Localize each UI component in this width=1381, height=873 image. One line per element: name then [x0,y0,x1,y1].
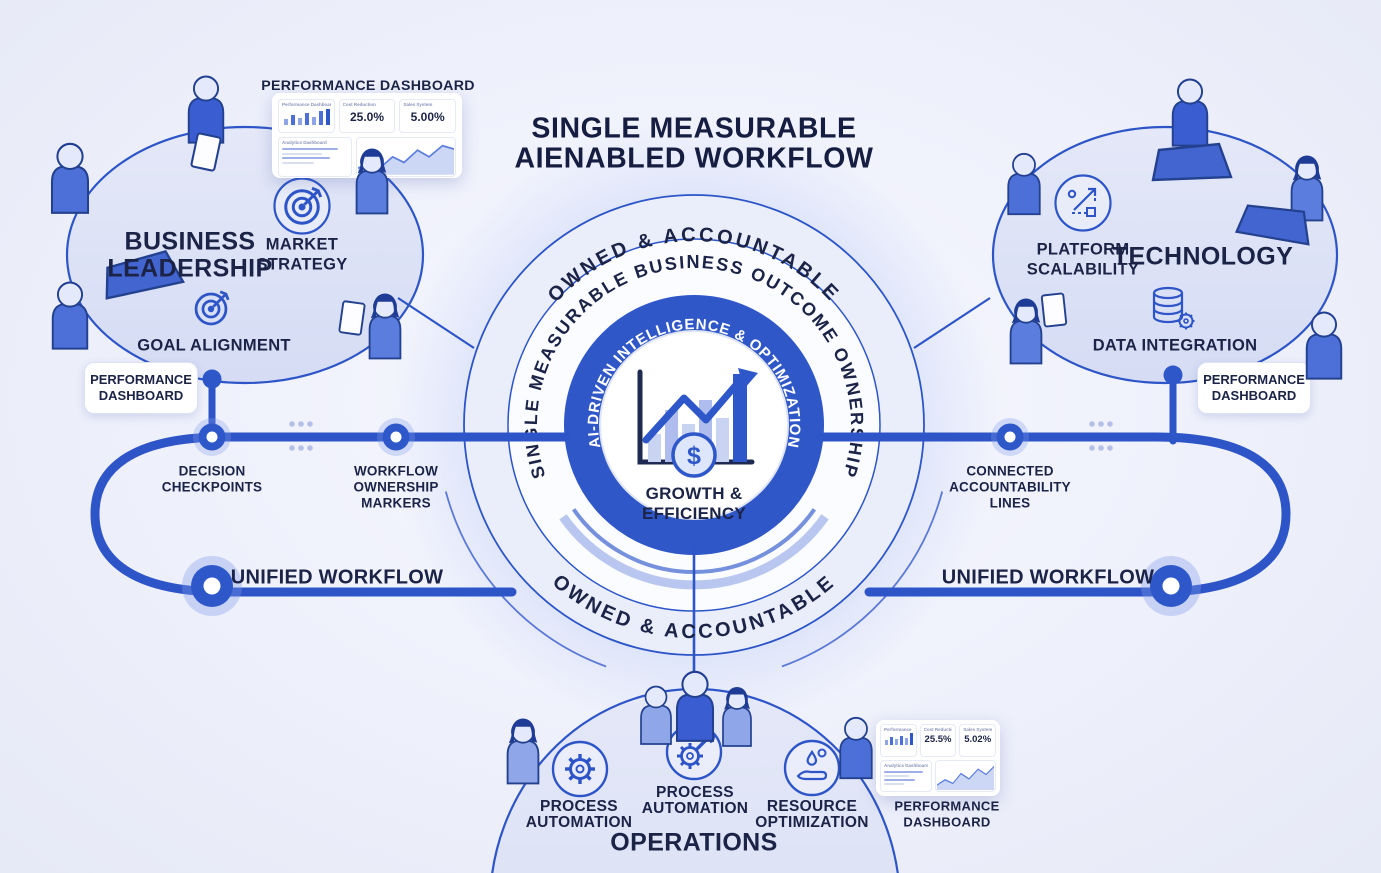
widget-label: Cost Reduction [342,102,376,107]
widget-label: Performance Dashboard [884,727,913,732]
connected-accountability-label-line2: ACCOUNTABILITY [949,479,1071,495]
business-leadership-title-line2: LEADERSHIP [107,254,273,283]
performance-dashboard-box-left: PERFORMANCE DASHBOARD [84,362,198,414]
dashboard-widget-bars: Performance Dashboard [278,99,335,133]
mini-area-chart [357,144,455,175]
technology-title: TECHNOLOGY [1112,242,1294,271]
widget-label: Cost Reduction [923,727,953,732]
widget-value: 25.5% [924,734,952,745]
rail-ellipsis-dots [289,421,1113,451]
dashboard-widget-bars: Performance Dashboard [880,724,917,757]
resource-optimization-label-line2: OPTIMIZATION [755,814,869,831]
mini-bar-chart [885,733,913,745]
widget-label: Analytics Dashboard [282,140,327,145]
rail-nodes [182,365,1201,616]
business-leadership-title-line1: BUSINESS [124,227,256,256]
dashboard-widget-metric: Cost Reduction 25.5% [919,724,957,757]
platform-scalability-label-line2: SCALABILITY [1026,260,1140,279]
hand-resource-icon [783,739,841,797]
performance-dashboard-box-right: PERFORMANCE DASHBOARD [1197,362,1311,414]
dashboard-widget-metric: Sales System 5.00% [399,99,457,133]
box-label-line: PERFORMANCE [90,372,192,387]
hub-outer-arc-right [781,491,944,668]
business-leadership-circle [65,125,425,385]
hub-blue-ring [564,295,824,555]
page-title-line1: SINGLE MEASURABLE [531,112,857,145]
widget-label: Performance Dashboard [282,102,331,107]
scalability-icon [1054,174,1112,232]
hub-center-label-line2: EFFICIENCY [641,504,747,523]
unified-workflow-label-left: UNIFIED WORKFLOW [230,566,444,589]
platform-scalability-label-line1: PLATFORM [1036,240,1130,259]
data-integration-label: DATA INTEGRATION [1092,336,1258,355]
dollar-coin-icon [671,432,717,478]
dashboard-widget-line-chart [934,759,996,792]
mini-area-chart [936,765,995,790]
performance-dashboard-title-top-left: PERFORMANCE DASHBOARD [261,78,475,94]
resource-optimization-label-line1: RESOURCE [766,798,858,815]
performance-dashboard-label-bottom-line2: DASHBOARD [903,814,991,830]
box-label-line: PERFORMANCE [1203,372,1305,387]
decision-checkpoints-label-line1: DECISION [178,463,246,479]
operations-title: OPERATIONS [610,828,778,857]
growth-chart-dollar-icon: $ [637,368,758,478]
box-label-line: DASHBOARD [1211,388,1297,403]
widget-value: 5.02% [964,734,992,745]
mini-bar-chart [284,109,330,125]
widget-label: Analytics Dashboard [884,762,928,768]
widget-label: Sales System [963,727,993,732]
goal-alignment-label: GOAL ALIGNMENT [137,336,291,355]
right-rail [817,432,1291,597]
widget-value: 25.0% [349,110,385,124]
connected-accountability-label-line3: LINES [989,495,1031,511]
target-icon [273,177,331,235]
workflow-ownership-label-line3: MARKERS [361,495,431,511]
dashboard-widget-list: Analytics Dashboard [880,759,932,792]
hub-center-label-line1: GROWTH & [645,484,743,503]
market-strategy-label-line2: STRATEGY [256,255,348,274]
process-automation-center-label-line1: PROCESS [656,784,734,801]
workflow-ownership-label-line2: OWNERSHIP [353,479,439,495]
performance-dashboard-card-top-left: Performance Dashboard Cost Reduction 25.… [272,93,462,178]
widget-label: Sales System [403,102,433,107]
process-automation-label-line1: PROCESS [540,798,618,815]
connected-accountability-label-line1: CONNECTED [966,463,1054,479]
page-title-line2: AIENABLED WORKFLOW [514,142,874,175]
left-dashboard-node [202,369,222,389]
right-dashboard-node [1163,365,1183,385]
left-circle-hub-link [397,297,475,349]
left-rail [90,432,571,597]
performance-dashboard-label-bottom-line1: PERFORMANCE [894,798,1000,814]
workflow-ownership-label-line1: WORKFLOW [353,463,439,479]
database-gear-icon [1152,286,1195,330]
dashboard-widget-list: Analytics Dashboard [278,137,352,177]
dashboard-widget-metric: Sales System 5.02% [959,724,997,757]
box-label-line: DASHBOARD [98,388,184,403]
hub-outer-arc-left [444,491,607,668]
market-strategy-label-line1: MARKET [265,235,339,254]
gear-icon [551,740,609,798]
widget-value: 5.00% [410,110,445,124]
right-circle-hub-link [913,297,991,349]
dashboard-widget-line-chart [356,137,456,177]
performance-dashboard-card-bottom-right: Performance Dashboard Cost Reduction 25.… [876,720,1000,796]
unified-workflow-label-right: UNIFIED WORKFLOW [941,566,1155,589]
person-figure [839,716,873,780]
coin-dollar-sign: $ [687,442,701,470]
gear-wrench-icon [665,723,723,781]
process-automation-label-line2: AUTOMATION [525,814,633,831]
process-automation-center-label-line2: AUTOMATION [641,800,749,817]
technology-circle [991,125,1339,385]
workflow-rails [90,374,1291,597]
decision-checkpoints-label-line2: CHECKPOINTS [161,479,263,495]
dashboard-widget-metric: Cost Reduction 25.0% [338,99,396,133]
